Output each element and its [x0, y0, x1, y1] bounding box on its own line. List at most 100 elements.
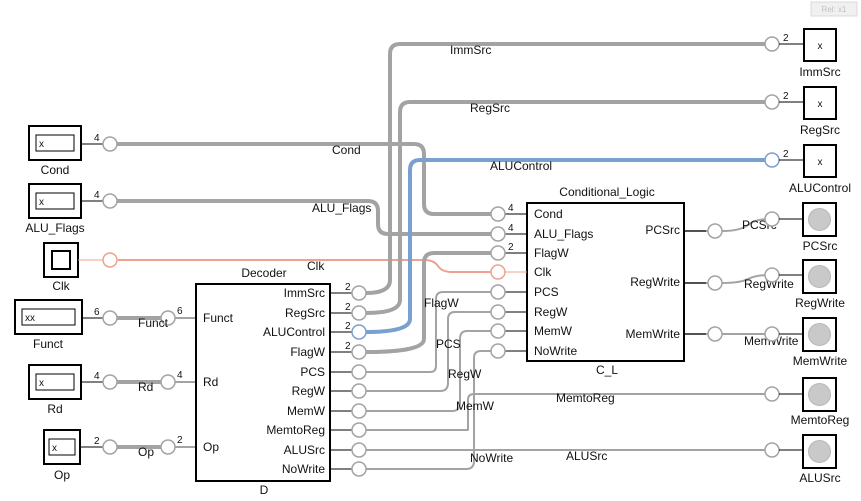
wire-regw — [365, 311, 498, 392]
wire-label-cond: Cond — [332, 143, 361, 157]
decoder-instance: D — [260, 483, 269, 497]
pin-dec-regsrc[interactable] — [351, 305, 367, 321]
input-funct[interactable]: xx 6 Funct — [14, 299, 103, 351]
pin-funct-dec[interactable] — [160, 310, 176, 326]
pin-dec-immsrc[interactable] — [351, 285, 367, 301]
pin-funct[interactable] — [102, 310, 118, 326]
logic-in-pcs: PCS — [534, 285, 559, 299]
pin-dec-nowrite[interactable] — [351, 461, 367, 477]
pin-alu-flags[interactable] — [102, 193, 118, 209]
input-funct-value: xx — [25, 313, 35, 324]
output-pcsrc-label: PCSrc — [803, 239, 838, 253]
decoder-out-flagw-bits: 2 — [345, 341, 351, 352]
output-regwrite[interactable]: RegWrite — [764, 259, 845, 310]
pin-clk[interactable] — [102, 252, 118, 268]
pin-dec-alusrc[interactable] — [351, 442, 367, 458]
input-rd[interactable]: x 4 Rd — [28, 364, 103, 416]
wire-label-memtoreg: MemtoReg — [556, 391, 615, 405]
pin-cond[interactable] — [102, 136, 118, 152]
logic-in-nowrite: NoWrite — [534, 344, 577, 358]
output-alusrc[interactable]: ALUSrc — [764, 434, 841, 485]
decoder-out-regw: RegW — [292, 384, 326, 398]
input-alu-flags-label: ALU_Flags — [25, 221, 84, 235]
pin-cl-nowrite[interactable] — [490, 343, 506, 359]
pin-dec-regw[interactable] — [351, 383, 367, 399]
decoder-in-op-bits: 2 — [177, 435, 183, 446]
pin-op[interactable] — [102, 439, 118, 455]
decoder-in-funct-bits: 6 — [177, 306, 183, 317]
logic-in-flagw: FlagW — [534, 246, 569, 260]
pin-cl-memwrite[interactable] — [707, 326, 723, 342]
pin-dec-memtoreg[interactable] — [351, 422, 367, 438]
output-pcsrc-led — [808, 208, 831, 231]
input-funct-label: Funct — [33, 337, 64, 351]
pin-cl-pcs[interactable] — [490, 284, 506, 300]
decoder-out-pcs: PCS — [300, 365, 325, 379]
input-cond-bits: 4 — [94, 133, 100, 144]
pin-dec-memw[interactable] — [351, 403, 367, 419]
logic-outputs: PCSrc RegWrite MemWrite — [626, 223, 723, 342]
wire-label-flagw: FlagW — [424, 296, 459, 310]
pin-op-dec[interactable] — [160, 439, 176, 455]
wire-label-alucontrol: ALUControl — [490, 159, 552, 173]
logic-in-cond-bits: 4 — [508, 203, 514, 214]
pin-cl-memw[interactable] — [490, 323, 506, 339]
conditional-logic-block[interactable]: Conditional_Logic C_L Cond ALU_Flags Fla… — [490, 185, 723, 377]
input-op[interactable]: x 2 Op — [43, 429, 103, 482]
wire-memw — [365, 330, 498, 412]
output-immsrc[interactable]: 2 x ImmSrc — [764, 28, 841, 79]
decoder-out-alusrc: ALUSrc — [284, 443, 325, 457]
output-memtoreg[interactable]: MemtoReg — [764, 377, 849, 427]
decoder-out-regsrc: RegSrc — [285, 306, 325, 320]
output-immsrc-value: x — [818, 41, 823, 52]
wire-flagw — [364, 251, 499, 354]
wire-pcs — [365, 291, 498, 373]
wire-nowrite — [365, 350, 498, 470]
pin-cl-alu-flags[interactable] — [490, 226, 506, 242]
logic-in-clk: Clk — [534, 265, 552, 279]
pin-rd-dec[interactable] — [160, 374, 176, 390]
pin-rd[interactable] — [102, 374, 118, 390]
output-alusrc-label: ALUSrc — [799, 471, 840, 485]
pin-cl-regwrite[interactable] — [707, 275, 723, 291]
output-regsrc-bits: 2 — [783, 91, 789, 102]
output-memwrite-led — [808, 323, 831, 346]
decoder-out-immsrc-bits: 2 — [345, 282, 351, 293]
pin-cl-flagw[interactable] — [490, 245, 506, 261]
wire-alucontrol — [364, 158, 766, 334]
output-regsrc[interactable]: 2 x RegSrc — [764, 86, 840, 137]
output-alucontrol-value: x — [818, 157, 823, 168]
output-regsrc-value: x — [818, 99, 823, 110]
logic-out-regwrite: RegWrite — [630, 275, 680, 289]
pin-dec-alucontrol[interactable] — [351, 324, 367, 340]
pin-dec-pcs[interactable] — [351, 364, 367, 380]
wire-label-pcs: PCS — [436, 337, 461, 351]
pin-cl-cond[interactable] — [490, 206, 506, 222]
input-cond-value: x — [39, 139, 44, 150]
pin-cl-regw[interactable] — [490, 304, 506, 320]
output-memwrite[interactable]: MemWrite — [764, 317, 848, 368]
input-clk[interactable]: Clk — [43, 242, 103, 293]
wire-label-regwrite: RegWrite — [744, 277, 794, 291]
wire-cond — [116, 142, 499, 216]
logic-in-memw: MemW — [534, 324, 573, 338]
wire-label-alusrc: ALUSrc — [566, 449, 607, 463]
output-alucontrol[interactable]: 2 x ALUControl — [764, 144, 851, 195]
output-pcsrc[interactable]: PCSrc — [764, 202, 838, 253]
pin-dec-flagw[interactable] — [351, 344, 367, 360]
decoder-outputs: ImmSrc RegSrc ALUControl FlagW PCS RegW … — [263, 282, 367, 477]
wire-regwrite-out — [721, 274, 771, 284]
output-regsrc-label: RegSrc — [800, 123, 840, 137]
input-rd-bits: 4 — [94, 371, 100, 382]
logic-in-cond: Cond — [534, 207, 563, 221]
output-regwrite-label: RegWrite — [795, 296, 845, 310]
wire-label-immsrc: ImmSrc — [450, 43, 491, 57]
input-alu-flags-value: x — [39, 197, 44, 208]
input-alu-flags[interactable]: x 4 ALU_Flags — [25, 183, 103, 235]
output-alusrc-led — [808, 440, 831, 463]
decoder-in-rd: Rd — [203, 375, 218, 389]
decoder-block[interactable]: Decoder D Funct Rd Op 6 4 2 ImmSrc RegSr… — [177, 266, 367, 497]
input-cond[interactable]: x 4 Cond — [28, 125, 103, 177]
pin-cl-pcsrc[interactable] — [707, 223, 723, 239]
pin-cl-clk[interactable] — [490, 264, 506, 280]
